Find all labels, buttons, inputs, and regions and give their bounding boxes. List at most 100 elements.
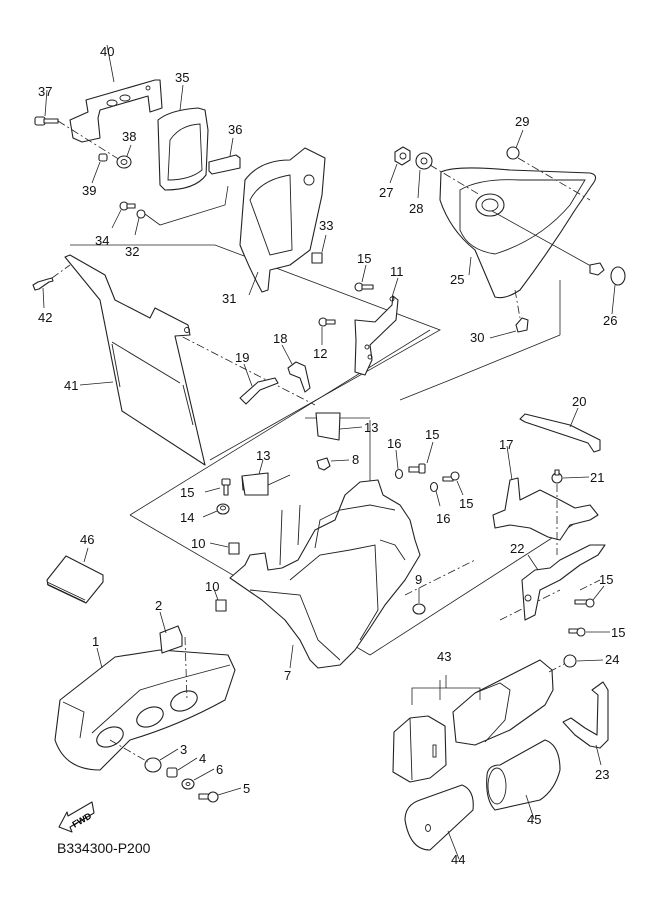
callout-15d: 15 (180, 485, 194, 500)
callout-10b: 10 (205, 579, 219, 594)
callout-20: 20 (572, 394, 586, 409)
part-43-tool-box[interactable] (392, 659, 554, 783)
callout-8: 8 (352, 452, 359, 467)
part-21-nut[interactable] (551, 469, 590, 555)
callout-12: 12 (313, 346, 327, 361)
part-38-grommet[interactable] (116, 144, 132, 169)
callout-25: 25 (450, 272, 464, 287)
part-33-nut[interactable] (311, 234, 327, 264)
callout-13a: 13 (364, 420, 378, 435)
part-15-bolt-f[interactable] (568, 627, 610, 637)
callout-22: 22 (510, 541, 524, 556)
part-27-nut[interactable] (389, 146, 411, 184)
part-36-damper[interactable] (208, 137, 241, 175)
callout-23: 23 (595, 767, 609, 782)
callout-15a: 15 (357, 251, 371, 266)
callout-28: 28 (409, 201, 423, 216)
callout-24: 24 (605, 652, 619, 667)
callout-35: 35 (175, 70, 189, 85)
callout-29: 29 (515, 114, 529, 129)
forward-arrow-icon: FWD (58, 801, 95, 833)
part-2-damper[interactable] (159, 611, 188, 701)
callout-16b: 16 (436, 511, 450, 526)
part-15-bolt-b[interactable] (408, 441, 434, 474)
callout-5: 5 (243, 781, 250, 796)
callout-19: 19 (235, 350, 249, 365)
part-35-cover[interactable] (157, 84, 209, 191)
part-19-band[interactable] (239, 363, 279, 405)
part-20-band[interactable] (519, 407, 601, 453)
part-8-nut[interactable] (316, 457, 350, 471)
callout-33: 33 (319, 218, 333, 233)
part-9-nut[interactable] (412, 588, 426, 615)
callout-38: 38 (122, 129, 136, 144)
part-12-screw[interactable] (318, 317, 336, 345)
callout-41: 41 (64, 378, 78, 393)
callout-11: 11 (390, 264, 404, 279)
callout-43: 43 (437, 649, 451, 664)
part-17-bracket[interactable] (492, 445, 599, 541)
part-39-collar[interactable] (91, 153, 108, 184)
callout-1: 1 (92, 634, 99, 649)
part-34-screw[interactable] (111, 201, 136, 229)
part-32-nut[interactable] (134, 185, 229, 236)
part-10-clip-a[interactable] (209, 542, 240, 555)
callout-7: 7 (284, 668, 291, 683)
part-41-cover[interactable] (64, 254, 206, 466)
callout-46: 46 (80, 532, 94, 547)
part-28-grommet[interactable] (415, 152, 481, 199)
callout-13b: 13 (256, 448, 270, 463)
part-18-band[interactable] (281, 344, 311, 393)
part-15-bolt-e[interactable] (574, 585, 605, 608)
part-6-washer[interactable] (181, 768, 215, 790)
callout-16a: 16 (387, 436, 401, 451)
part-44-cover[interactable] (404, 784, 474, 860)
callout-18: 18 (273, 331, 287, 346)
part-3-grommet[interactable] (109, 739, 179, 773)
part-15-bolt-d[interactable] (204, 478, 231, 496)
part-7-battery-box[interactable] (229, 479, 421, 669)
part-4-collar[interactable] (166, 757, 198, 778)
part-45-sleeve[interactable] (486, 739, 561, 820)
part-13-damper-pad-a[interactable] (315, 412, 363, 441)
part-30-clip[interactable] (489, 289, 529, 339)
callout-32: 32 (125, 244, 139, 259)
callout-31: 31 (222, 291, 236, 306)
part-13-damper-pad-b[interactable] (241, 459, 291, 496)
part-31-cover[interactable] (239, 147, 326, 296)
callout-44: 44 (451, 852, 465, 867)
part-15-bolt-c[interactable] (442, 471, 464, 496)
part-46-manual[interactable] (46, 547, 104, 604)
callout-15e: 15 (599, 572, 613, 587)
callout-37: 37 (38, 84, 52, 99)
part-26-lock[interactable] (589, 262, 626, 315)
part-10-clip-b[interactable] (213, 588, 227, 612)
callout-45: 45 (527, 812, 541, 827)
part-15-bolt-a[interactable] (354, 264, 374, 292)
part-16-washer-a[interactable] (394, 449, 404, 480)
part-16-washer-b[interactable] (429, 481, 441, 507)
callout-15b: 15 (425, 427, 439, 442)
callout-10a: 10 (191, 536, 205, 551)
part-5-screw[interactable] (198, 787, 242, 803)
callout-21: 21 (590, 470, 604, 485)
callout-4: 4 (199, 751, 206, 766)
callout-14: 14 (180, 510, 194, 525)
part-40-bracket[interactable] (69, 44, 163, 143)
part-29-grommet[interactable] (506, 129, 591, 201)
part-23-band[interactable] (562, 681, 609, 766)
part-22-stay[interactable] (521, 544, 606, 621)
callout-3: 3 (180, 742, 187, 757)
part-37-bolt[interactable] (34, 89, 121, 161)
part-25-side-cover[interactable] (439, 167, 599, 299)
callout-15c: 15 (459, 496, 473, 511)
callout-15f: 15 (611, 625, 625, 640)
part-1-side-cover[interactable] (54, 647, 236, 771)
callout-34: 34 (95, 233, 109, 248)
part-24-grommet[interactable] (548, 654, 604, 673)
callout-26: 26 (603, 313, 617, 328)
part-11-bracket[interactable] (354, 277, 399, 376)
part-14-collar[interactable] (202, 503, 230, 518)
part-42-rivet[interactable] (32, 264, 71, 309)
